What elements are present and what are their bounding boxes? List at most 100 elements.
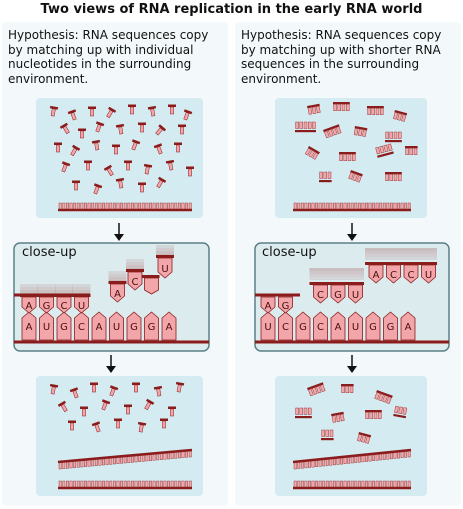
rna-fragment <box>307 382 326 397</box>
base-letter: C <box>282 322 289 333</box>
rna-fragment <box>365 410 382 419</box>
nucleotide-C: C <box>313 311 328 341</box>
free-nucleotide <box>178 124 186 135</box>
base-letter: C <box>132 277 139 288</box>
base-letter: C <box>390 270 397 281</box>
free-nucleotide <box>131 139 141 151</box>
free-nucleotide <box>103 164 114 177</box>
nucleotide-U: U <box>260 311 276 341</box>
free-nucleotide <box>138 122 146 133</box>
free-nucleotide <box>109 385 119 397</box>
base-letter: C <box>61 301 68 312</box>
base-letter: U <box>161 264 168 275</box>
free-nucleotide <box>137 421 147 433</box>
nucleotide-A: A <box>400 311 416 341</box>
left-soup-box <box>36 98 203 218</box>
base-letter: A <box>96 322 103 333</box>
rna-strand <box>293 202 411 212</box>
free-nucleotide <box>114 418 122 429</box>
nucleotide-G: G <box>126 311 142 341</box>
free-nucleotide <box>138 182 146 193</box>
rna-fragment <box>374 390 393 404</box>
nucleotide-A: A <box>330 311 346 341</box>
nucleotide-U: U <box>109 311 124 341</box>
base-letter: U <box>352 322 359 333</box>
base-letter: A <box>166 322 173 333</box>
rna-fragment <box>321 429 334 441</box>
nucleotide-A: A <box>21 311 37 341</box>
free-nucleotide <box>143 163 153 175</box>
nucleotide-G: G <box>278 296 293 314</box>
base-letter: G <box>387 322 395 333</box>
nucleotide-G: G <box>56 311 72 341</box>
free-nucleotide <box>88 106 96 117</box>
base-letter: U <box>264 322 271 333</box>
free-nucleotide <box>186 166 194 177</box>
base-letter: U <box>425 270 432 281</box>
left-copied-strands <box>57 448 193 490</box>
rna-fragment <box>353 125 368 137</box>
free-nucleotide <box>153 143 163 155</box>
free-nucleotide <box>168 104 176 115</box>
base-letter: C <box>78 322 85 333</box>
free-nucleotide <box>93 183 103 195</box>
rna-strand <box>292 448 412 470</box>
free-nucleotide <box>67 109 77 121</box>
nucleotide-G: G <box>330 284 346 304</box>
free-nucleotide <box>54 142 62 153</box>
rna-fragment <box>348 170 363 183</box>
free-nucleotide <box>115 123 125 135</box>
nucleotide-A: A <box>91 311 107 341</box>
rna-strand <box>293 480 411 490</box>
free-nucleotide <box>132 382 140 393</box>
left-panel: Hypothesis: RNA sequences copy by matchi… <box>2 22 228 506</box>
base-letter: A <box>405 322 412 333</box>
nucleotide-U: U <box>39 311 54 341</box>
free-nucleotide <box>49 383 59 395</box>
base-letter: G <box>369 322 377 333</box>
rna-fragment <box>393 405 408 419</box>
rna-fragment <box>405 146 418 155</box>
rna-fragment <box>385 131 402 143</box>
base-letter: G <box>43 301 51 312</box>
free-nucleotide <box>147 105 157 117</box>
nucleotide-U: U <box>156 245 174 279</box>
rna-strand <box>58 480 192 490</box>
free-nucleotide <box>106 106 117 119</box>
nucleotide-C: C <box>313 284 328 304</box>
base-letter: A <box>335 322 342 333</box>
right-result-box <box>275 376 427 496</box>
free-nucleotide <box>72 180 80 191</box>
left-hypothesis: Hypothesis: RNA sequences copy by matchi… <box>8 28 209 86</box>
free-nucleotide <box>165 159 175 171</box>
rna-strand <box>57 448 193 470</box>
right-arrow-1 <box>347 223 357 241</box>
free-nucleotide <box>144 398 155 411</box>
rna-fragment <box>323 124 342 139</box>
free-nucleotide <box>78 128 86 139</box>
nucleotide-C: C <box>278 311 293 341</box>
base-letter: A <box>373 270 380 281</box>
nucleotide-C: C <box>386 264 401 284</box>
rna-fragment <box>357 432 372 444</box>
rna-fragment <box>341 384 354 393</box>
rna-fragment <box>367 106 384 115</box>
nucleotide-U: U <box>421 264 436 284</box>
free-nucleotide <box>155 124 167 136</box>
nucleotide-C: C <box>126 259 144 291</box>
rna-fragment <box>307 103 321 115</box>
base-letter: G <box>282 301 290 312</box>
base-letter: A <box>26 301 33 312</box>
nucleotide-G: G <box>144 311 159 341</box>
base-letter: C <box>317 290 324 301</box>
figure-title: Two views of RNA replication in the earl… <box>40 2 423 17</box>
free-nucleotide <box>153 385 163 397</box>
nucleotide-A: A <box>161 311 177 341</box>
free-nucleotide <box>160 418 168 429</box>
free-nucleotide <box>84 160 92 171</box>
rna-fragment <box>393 110 408 122</box>
rna-fragment <box>385 172 402 181</box>
